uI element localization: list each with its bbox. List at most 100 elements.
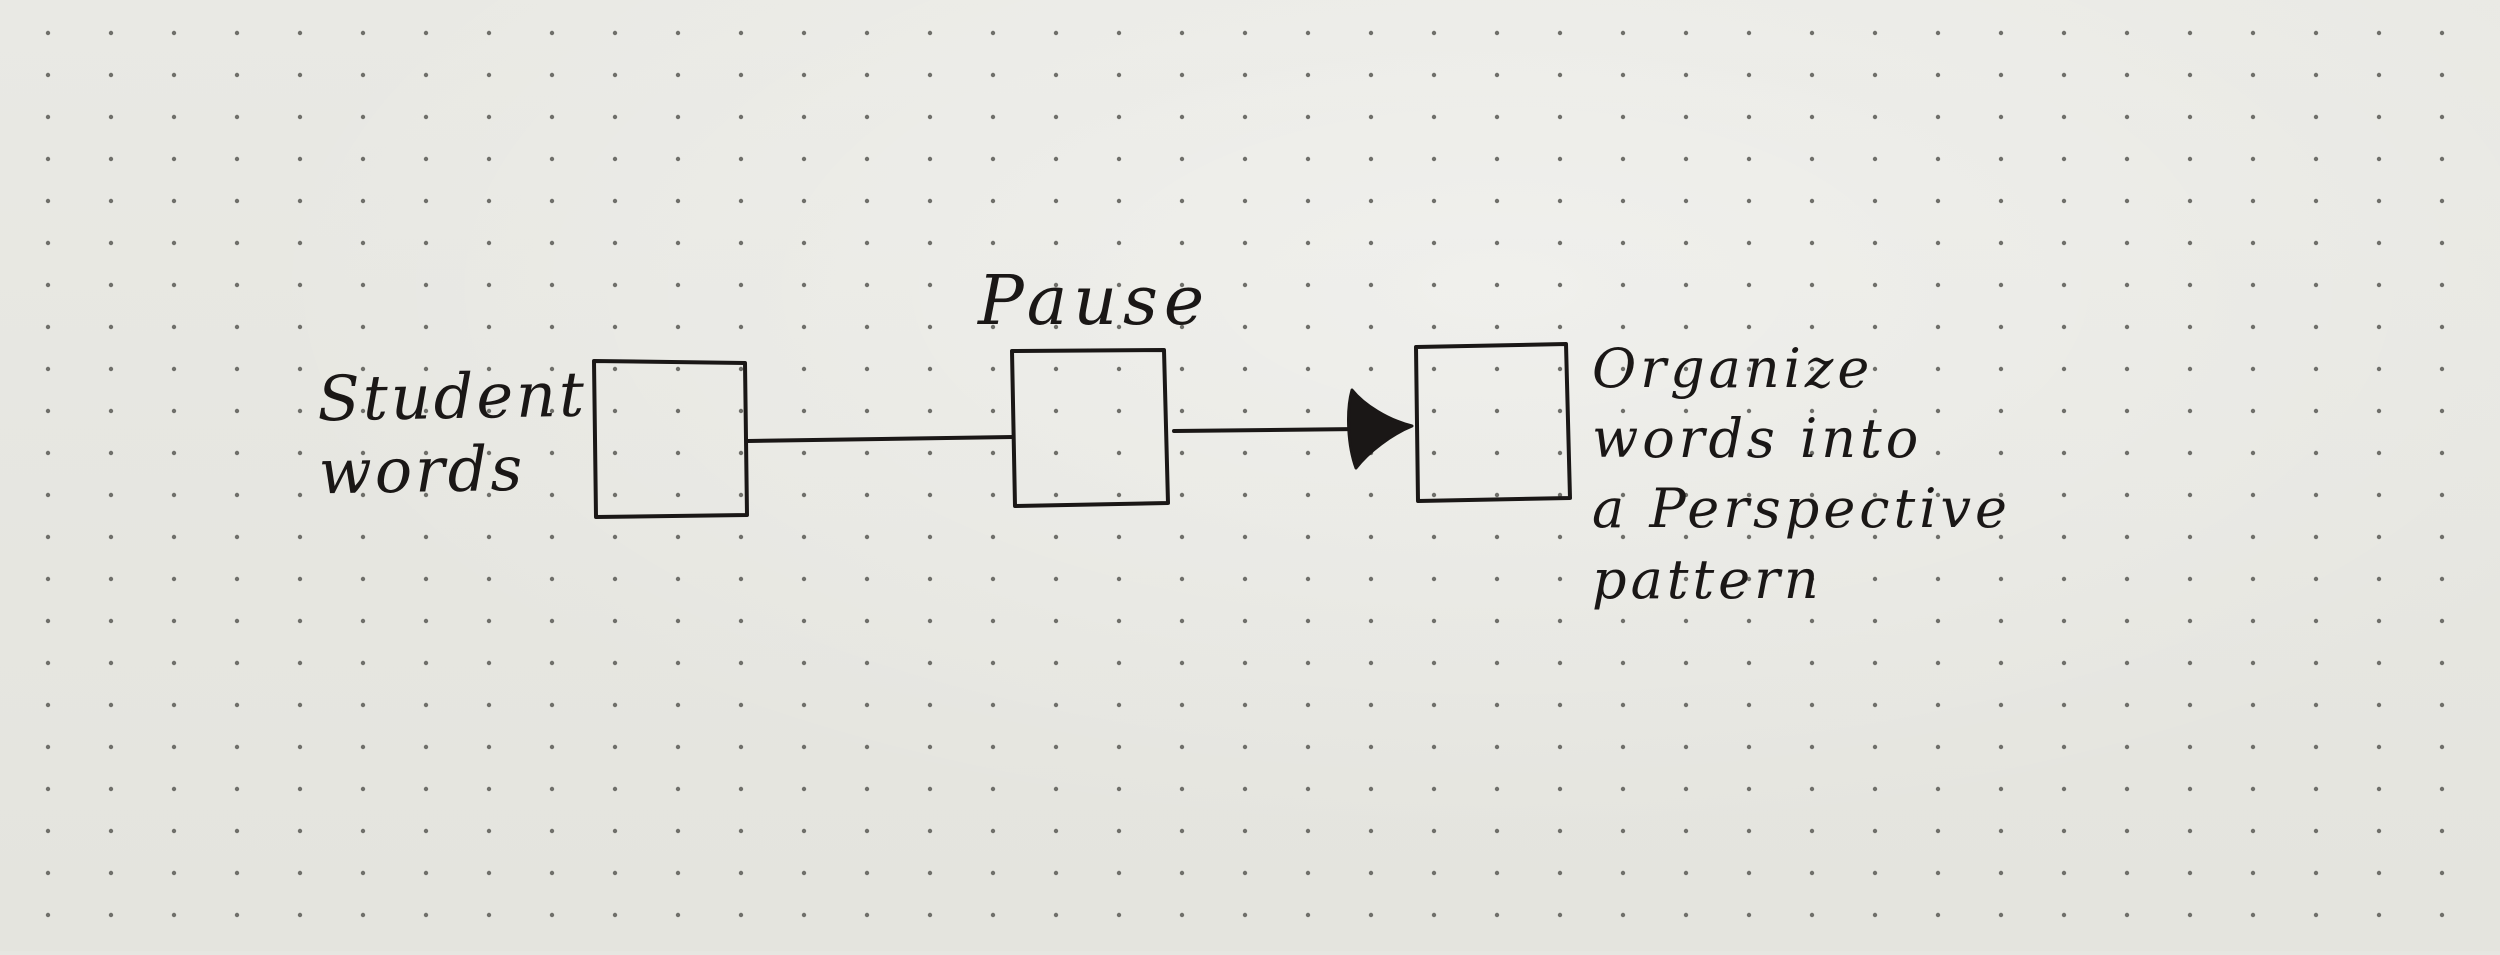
grid-dot	[1368, 240, 1374, 246]
grid-dot	[297, 828, 303, 834]
grid-dot	[549, 702, 555, 708]
grid-dot	[549, 324, 555, 330]
grid-dot	[45, 576, 51, 582]
grid-dot	[2124, 324, 2130, 330]
grid-dot	[1683, 408, 1689, 414]
grid-dot	[2439, 912, 2445, 918]
grid-dot	[1431, 114, 1437, 120]
grid-dot	[2124, 744, 2130, 750]
grid-dot	[864, 786, 870, 792]
grid-dot	[360, 156, 366, 162]
grid-dot	[1242, 324, 1248, 330]
grid-dot	[1242, 450, 1248, 456]
grid-dot	[612, 576, 618, 582]
grid-dot	[1368, 786, 1374, 792]
grid-dot	[549, 156, 555, 162]
grid-dot	[234, 786, 240, 792]
grid-dot	[171, 576, 177, 582]
grid-dot	[1368, 30, 1374, 36]
grid-dot	[738, 72, 744, 78]
grid-dot	[2376, 282, 2382, 288]
grid-dot	[1116, 912, 1122, 918]
grid-dot	[990, 282, 996, 288]
grid-dot	[675, 744, 681, 750]
grid-dot	[1242, 828, 1248, 834]
grid-dot	[2439, 324, 2445, 330]
grid-dot	[1935, 450, 1941, 456]
grid-dot	[1431, 744, 1437, 750]
grid-dot	[108, 450, 114, 456]
grid-dot	[1809, 912, 1815, 918]
grid-dot	[2187, 534, 2193, 540]
grid-dot	[1809, 660, 1815, 666]
grid-dot	[1620, 240, 1626, 246]
grid-dot	[1053, 408, 1059, 414]
grid-dot	[2439, 492, 2445, 498]
grid-dot	[1116, 282, 1122, 288]
grid-dot	[297, 324, 303, 330]
grid-dot	[927, 72, 933, 78]
grid-dot	[1368, 660, 1374, 666]
grid-dot	[2250, 198, 2256, 204]
grid-dot	[801, 72, 807, 78]
grid-dot	[1872, 282, 1878, 288]
grid-dot	[864, 30, 870, 36]
grid-dot	[1935, 240, 1941, 246]
grid-dot	[2061, 576, 2067, 582]
grid-dot	[2313, 534, 2319, 540]
grid-dot	[423, 156, 429, 162]
grid-dot	[2124, 240, 2130, 246]
grid-dot	[234, 828, 240, 834]
grid-dot	[1494, 534, 1500, 540]
grid-dot	[2124, 366, 2130, 372]
label-line: a Perspective	[1592, 477, 2011, 541]
grid-dot	[2187, 702, 2193, 708]
grid-dot	[1620, 72, 1626, 78]
grid-dot	[738, 114, 744, 120]
grid-dot	[171, 786, 177, 792]
grid-dot	[45, 492, 51, 498]
grid-dot	[1116, 366, 1122, 372]
grid-dot	[612, 618, 618, 624]
grid-dot	[1746, 324, 1752, 330]
grid-dots	[45, 30, 2445, 918]
grid-dot	[2061, 618, 2067, 624]
grid-dot	[990, 576, 996, 582]
node-box-organize	[1414, 342, 1572, 503]
grid-dot	[1179, 324, 1185, 330]
grid-dot	[2187, 576, 2193, 582]
grid-dot	[45, 912, 51, 918]
grid-dot	[2376, 702, 2382, 708]
grid-dot	[108, 492, 114, 498]
grid-dot	[2187, 618, 2193, 624]
grid-dot	[1683, 156, 1689, 162]
grid-dot	[1305, 870, 1311, 876]
grid-dot	[1998, 702, 2004, 708]
grid-dot	[1557, 282, 1563, 288]
grid-dot	[1620, 660, 1626, 666]
grid-dot	[1746, 534, 1752, 540]
grid-dot	[1683, 198, 1689, 204]
grid-dot	[1305, 492, 1311, 498]
grid-dot	[486, 912, 492, 918]
grid-dot	[801, 450, 807, 456]
grid-dot	[2250, 408, 2256, 414]
grid-dot	[2376, 912, 2382, 918]
grid-dot	[423, 30, 429, 36]
grid-dot	[2061, 786, 2067, 792]
grid-dot	[2313, 240, 2319, 246]
grid-dot	[2313, 156, 2319, 162]
grid-dot	[1053, 240, 1059, 246]
grid-dot	[234, 702, 240, 708]
grid-dot	[1305, 282, 1311, 288]
grid-dot	[2250, 870, 2256, 876]
grid-dot	[612, 72, 618, 78]
grid-dot	[1872, 408, 1878, 414]
grid-dot	[1431, 366, 1437, 372]
grid-dot	[1683, 450, 1689, 456]
grid-dot	[1998, 240, 2004, 246]
grid-dot	[864, 408, 870, 414]
grid-dot	[2439, 744, 2445, 750]
